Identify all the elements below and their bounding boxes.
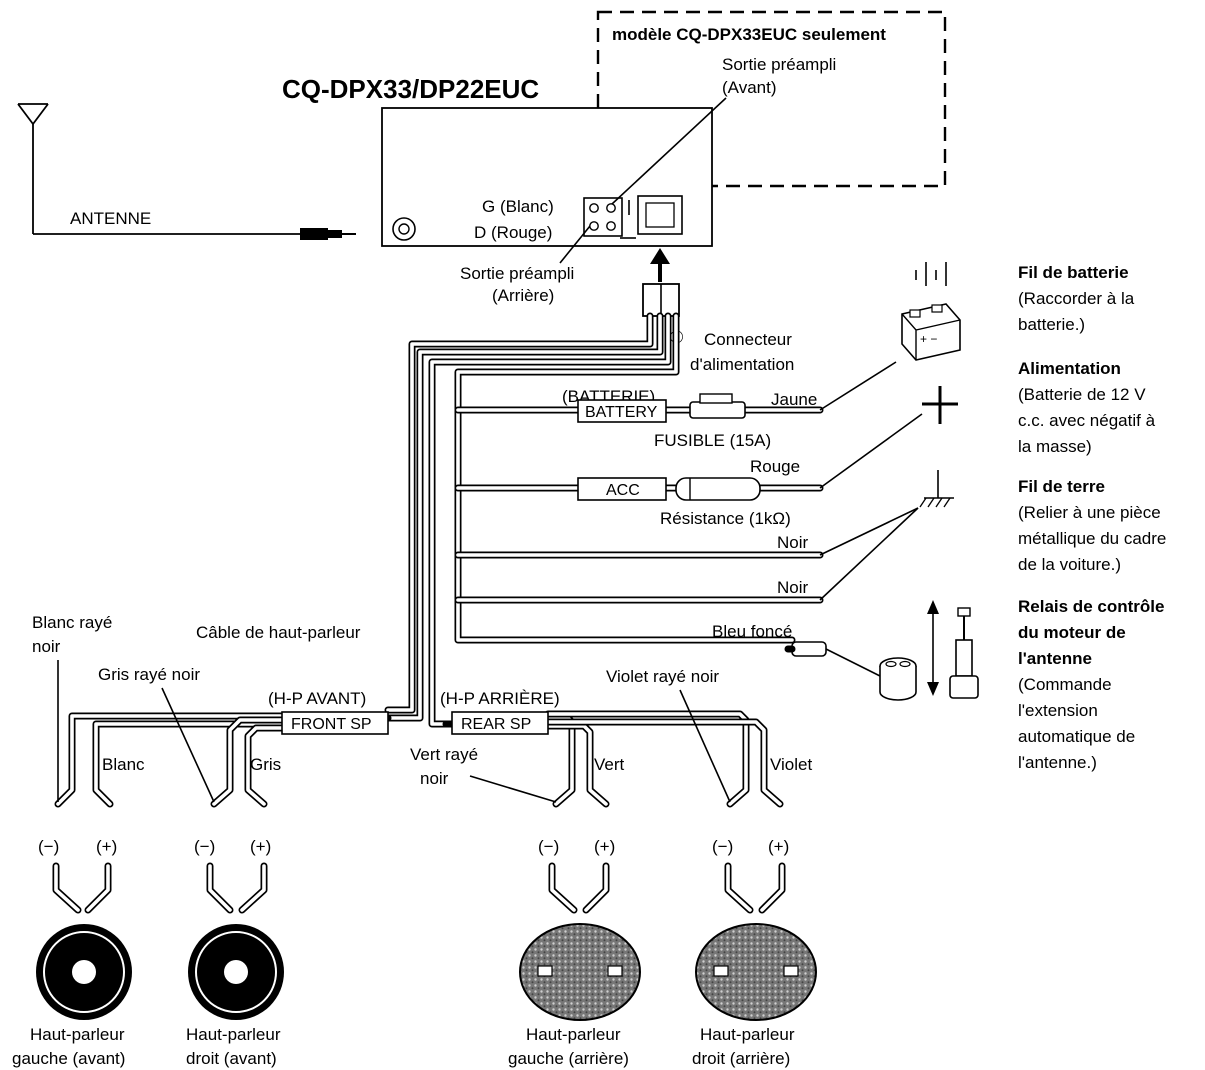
speaker-3-line2: gauche (arrière): [508, 1049, 629, 1068]
resistor-label: Résistance (1kΩ): [660, 509, 791, 528]
note-relay-body3: automatique de: [1018, 727, 1135, 746]
antenna-motor-icon: [879, 600, 979, 701]
front-sp-tag: (H-P AVANT): [268, 689, 366, 708]
polarity-neg-2: (−): [194, 837, 215, 856]
note-ground-title: Fil de terre: [1018, 477, 1105, 496]
speaker-rear-left-icon: [519, 923, 641, 1021]
front-sp-box: [281, 711, 389, 735]
polarity-pos-4: (+): [768, 837, 789, 856]
gray-wire-label: Gris: [250, 755, 281, 774]
note-relay-title2: du moteur de: [1018, 623, 1126, 642]
power-connector-label1: Connecteur: [704, 330, 792, 349]
speaker-1-line1: Haut-parleur: [30, 1025, 125, 1044]
polarity-neg-1: (−): [38, 837, 59, 856]
rear-sp-label: REAR SP: [461, 716, 531, 733]
note-ground-body3: de la voiture.): [1018, 555, 1121, 574]
battery-wire-color: Jaune: [771, 390, 817, 409]
polarity-pos-1: (+): [96, 837, 117, 856]
speaker-2-line2: droit (avant): [186, 1049, 277, 1068]
resistor-icon: [675, 477, 761, 501]
note-ground-body1: (Relier à une pièce: [1018, 503, 1161, 522]
preamp-rca-jacks: [583, 197, 636, 239]
model-title: CQ-DPX33/DP22EUC: [282, 74, 539, 104]
green-wire-label: Vert: [594, 755, 625, 774]
green-stripe-label2: noir: [420, 769, 449, 788]
acc-wire-color: Rouge: [750, 457, 800, 476]
speaker-4-line1: Haut-parleur: [700, 1025, 795, 1044]
acc-box-label: ACC: [606, 482, 640, 499]
speaker-3-line1: Haut-parleur: [526, 1025, 621, 1044]
power-connector-label2: d'alimentation: [690, 355, 794, 374]
note-power-body3: la masse): [1018, 437, 1092, 456]
violet-wire-label: Violet: [770, 755, 812, 774]
speaker-front-left-icon: [36, 924, 132, 1020]
note-battery-title: Fil de batterie: [1018, 263, 1129, 282]
right-channel-label: D (Rouge): [474, 223, 552, 242]
power-branches: [454, 312, 824, 644]
power-socket: [637, 195, 683, 235]
ground-wire-1: Noir: [777, 533, 809, 552]
note-relay-title1: Relais de contrôle: [1018, 597, 1164, 616]
green-stripe-label1: Vert rayé: [410, 745, 478, 764]
ground-icon: [919, 470, 954, 508]
plus-icon: [922, 386, 958, 424]
power-connector: [642, 248, 680, 317]
speaker-front-right-icon: [188, 924, 284, 1020]
svg-text:+ −: + −: [920, 332, 937, 346]
antenna-label: ANTENNE: [70, 209, 151, 228]
optional-model-note: modèle CQ-DPX33EUC seulement: [612, 25, 886, 44]
speaker-cable-label: Câble de haut-parleur: [196, 623, 361, 642]
antenna-relay-wire: Bleu foncé: [712, 622, 792, 641]
fuse-icon: [689, 393, 746, 419]
fuse-label: FUSIBLE (15A): [654, 431, 771, 450]
relay-plug: [791, 641, 827, 657]
battery-icon: + −: [901, 262, 961, 361]
speaker-harness: [54, 710, 784, 808]
speaker-2-line1: Haut-parleur: [186, 1025, 281, 1044]
antenna-icon: [17, 103, 356, 240]
optional-model-box: [596, 10, 947, 188]
preamp-front-line2: (Avant): [722, 78, 777, 97]
note-power-body2: c.c. avec négatif à: [1018, 411, 1156, 430]
right-notes: Fil de batterie (Raccorder à la batterie…: [1018, 263, 1166, 772]
rear-sp-box: [451, 711, 549, 735]
left-channel-label: G (Blanc): [482, 197, 554, 216]
note-power-body1: (Batterie de 12 V: [1018, 385, 1146, 404]
note-relay-body2: l'extension: [1018, 701, 1098, 720]
note-ground-body2: métallique du cadre: [1018, 529, 1166, 548]
white-wire-label: Blanc: [102, 755, 145, 774]
note-power-title: Alimentation: [1018, 359, 1121, 378]
note-relay-body1: (Commande: [1018, 675, 1112, 694]
front-sp-label: FRONT SP: [291, 716, 372, 733]
speaker-1-line2: gauche (avant): [12, 1049, 125, 1068]
polarity-pos-3: (+): [594, 837, 615, 856]
speaker-4-line2: droit (arrière): [692, 1049, 790, 1068]
battery-box: [577, 399, 667, 423]
preamp-rear-line1: Sortie préampli: [460, 264, 574, 283]
battery-box-label: BATTERY: [585, 404, 658, 421]
speaker-leads: [52, 862, 786, 914]
speaker-rear-right-icon: [695, 923, 817, 1021]
ground-wire-2: Noir: [777, 578, 809, 597]
rear-sp-tag: (H-P ARRIÈRE): [440, 689, 560, 708]
acc-box: [577, 477, 667, 501]
white-stripe-label1: Blanc rayé: [32, 613, 112, 632]
note-relay-body4: l'antenne.): [1018, 753, 1097, 772]
note-battery-body1: (Raccorder à la: [1018, 289, 1135, 308]
preamp-front-line1: Sortie préampli: [722, 55, 836, 74]
polarity-neg-3: (−): [538, 837, 559, 856]
polarity-neg-4: (−): [712, 837, 733, 856]
violet-stripe-label: Violet rayé noir: [606, 667, 719, 686]
preamp-rear-line2: (Arrière): [492, 286, 554, 305]
gray-stripe-label: Gris rayé noir: [98, 665, 200, 684]
note-battery-body2: batterie.): [1018, 315, 1085, 334]
mount-hole-icon: [392, 217, 416, 241]
main-harness: [384, 312, 672, 728]
white-stripe-label2: noir: [32, 637, 61, 656]
polarity-pos-2: (+): [250, 837, 271, 856]
note-relay-title3: l'antenne: [1018, 649, 1092, 668]
